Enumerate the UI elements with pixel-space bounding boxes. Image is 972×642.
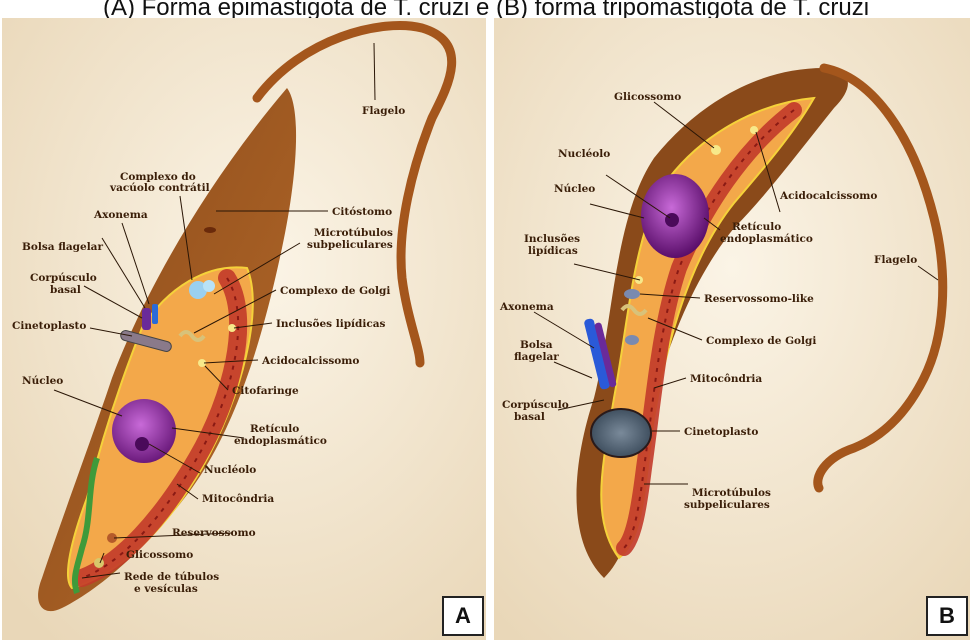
kinetoplast — [591, 409, 651, 457]
label-corpusculo-1: Corpúsculo — [30, 272, 97, 284]
label-golgi: Complexo de Golgi — [706, 335, 816, 347]
axoneme-structure — [152, 304, 158, 324]
label-acidocalcissomo: Acidocalcissomo — [779, 190, 877, 202]
label-cinetoplasto: Cinetoplasto — [684, 426, 758, 438]
reservosome-like — [624, 289, 640, 299]
cytostome — [204, 227, 216, 233]
panel-b-trypomastigote: Glicossomo Nucléolo Acidocalcissomo Núcl… — [494, 18, 970, 640]
label-corpusculo-1: Corpúsculo — [502, 399, 569, 411]
label-reticulo-2: endoplasmático — [234, 435, 327, 447]
label-nucleolo: Nucléolo — [204, 464, 256, 476]
label-golgi: Complexo de Golgi — [280, 285, 390, 297]
label-bolsa-flagelar: Bolsa flagelar — [22, 241, 103, 253]
label-inclusoes: Inclusões lipídicas — [276, 318, 386, 330]
label-glicossomo: Glicossomo — [126, 549, 193, 561]
label-reservossomo: Reservossomo — [172, 527, 256, 539]
label-nucleo: Núcleo — [22, 375, 63, 387]
epimastigote-diagram: Flagelo Complexo do vacúolo contrátil Ci… — [2, 18, 486, 640]
nucleolus — [135, 437, 149, 451]
label-complexo-vacuolo-2: vacúolo contrátil — [109, 182, 210, 194]
glycosome — [94, 558, 104, 568]
label-corpusculo-2: basal — [514, 411, 545, 423]
label-inclusoes-1: Inclusões — [524, 233, 580, 245]
label-acidocalcissomo: Acidocalcissomo — [261, 355, 359, 367]
label-nucleo: Núcleo — [554, 183, 595, 195]
label-microtubulos-1: Microtúbulos — [692, 487, 771, 499]
label-microtubulos-2: subpeliculares — [307, 239, 393, 251]
label-glicossomo: Glicossomo — [614, 91, 681, 103]
label-rede-1: Rede de túbulos — [124, 571, 219, 583]
nucleolus — [665, 213, 679, 227]
panel-letter-a: A — [442, 596, 484, 636]
label-microtubulos-1: Microtúbulos — [314, 227, 393, 239]
label-reservossomo: Reservossomo-like — [704, 293, 814, 305]
panel-letter-b: B — [926, 596, 968, 636]
label-nucleolo: Nucléolo — [558, 148, 610, 160]
label-citostomo: Citóstomo — [332, 206, 392, 218]
label-reticulo-1: Retículo — [250, 423, 299, 435]
label-corpusculo-2: basal — [50, 284, 81, 296]
label-mitocondria: Mitocôndria — [690, 373, 762, 385]
reservosome-like — [625, 335, 639, 345]
label-rede-2: e vesículas — [134, 583, 198, 595]
basal-body — [142, 308, 151, 330]
acidocalcisome — [750, 126, 758, 134]
label-reticulo-1: Retículo — [732, 221, 781, 233]
trypomastigote-diagram: Glicossomo Nucléolo Acidocalcissomo Núcl… — [494, 18, 970, 640]
label-citofaringe: Citofaringe — [232, 385, 299, 397]
label-inclusoes-2: lipídicas — [528, 245, 578, 257]
label-flagelo: Flagelo — [362, 105, 405, 117]
label-reticulo-2: endoplasmático — [720, 233, 813, 245]
label-mitocondria: Mitocôndria — [202, 493, 274, 505]
label-axonema: Axonema — [499, 301, 554, 313]
label-axonema: Axonema — [93, 209, 148, 221]
label-microtubulos-2: subpeliculares — [684, 499, 770, 511]
panel-a-epimastigote: Flagelo Complexo do vacúolo contrátil Ci… — [2, 18, 486, 640]
label-flagelo: Flagelo — [874, 254, 917, 266]
label-bolsa-1: Bolsa — [520, 339, 553, 351]
label-cinetoplasto: Cinetoplasto — [12, 320, 86, 332]
contractile-vacuole-small — [203, 280, 215, 292]
label-bolsa-2: flagelar — [514, 351, 559, 363]
